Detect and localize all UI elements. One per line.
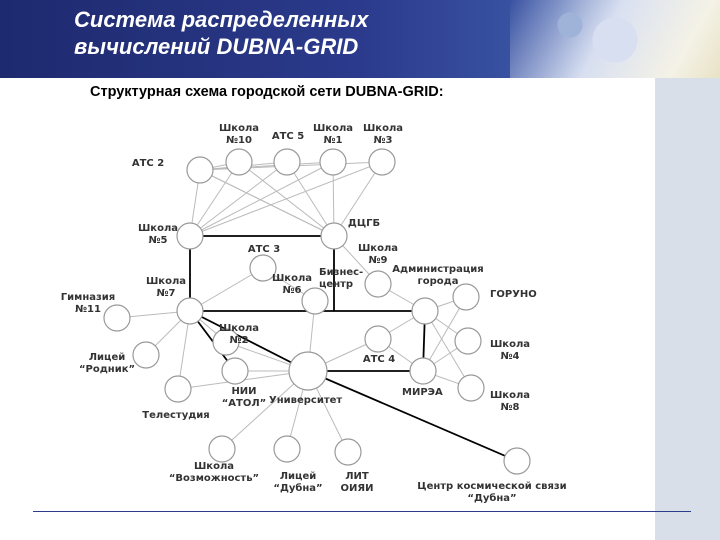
label-gymn-line-1: Гимназия: [61, 292, 115, 303]
label-school3-line-1: Школа: [363, 123, 403, 134]
label-school2-line-1: Школа: [219, 323, 259, 334]
label-admin-line-2: города: [418, 276, 459, 287]
backbone-link-school7-univ: [190, 311, 308, 371]
label-school3-line-2: №3: [374, 135, 393, 146]
node-ats4: [365, 326, 391, 352]
node-lyceum_dubna: [274, 436, 300, 462]
label-telestudio-line-1: Телестудия: [142, 410, 209, 421]
label-school8-line-1: Школа: [490, 390, 530, 401]
label-ats3-line-1: АТС 3: [248, 244, 280, 255]
node-school10: [226, 149, 252, 175]
label-school9-line-2: №9: [369, 255, 388, 266]
label-nii-line-2: “АТОЛ”: [222, 398, 267, 409]
label-school6-line-1: Школа: [272, 273, 312, 284]
node-space: [504, 448, 530, 474]
link-dcgb-ats2: [200, 170, 334, 236]
node-school1: [320, 149, 346, 175]
label-school10-line-1: Школа: [219, 123, 259, 134]
label-lyceum-line-2: “Родник”: [79, 364, 135, 375]
label-school1-line-1: Школа: [313, 123, 353, 134]
label-mirea-line-1: МИРЭА: [402, 387, 443, 398]
label-business-line-1: Бизнес-: [319, 267, 363, 278]
node-school5: [177, 223, 203, 249]
label-school7-line-2: №7: [157, 288, 176, 299]
label-ats4-line-1: АТС 4: [363, 354, 395, 365]
node-school8: [458, 375, 484, 401]
label-school7-line-1: Школа: [146, 276, 186, 287]
node-lyceum: [133, 342, 159, 368]
node-lit: [335, 439, 361, 465]
node-gymn: [104, 305, 130, 331]
label-school10-line-2: №10: [226, 135, 252, 146]
node-school6: [302, 288, 328, 314]
label-lyceum_dubna-line-2: “Дубна”: [273, 482, 322, 494]
node-school9: [365, 271, 391, 297]
node-dcgb: [321, 223, 347, 249]
node-telestudio: [165, 376, 191, 402]
node-goruno: [453, 284, 479, 310]
node-vozm: [209, 436, 235, 462]
label-ats5-line-1: АТС 5: [272, 131, 304, 142]
label-school1-line-2: №1: [324, 135, 343, 146]
label-school8-line-2: №8: [501, 402, 520, 413]
label-lit-line-2: ОИЯИ: [341, 483, 374, 494]
label-admin-line-1: Администрация: [392, 264, 483, 275]
label-dcgb-line-1: ДЦГБ: [348, 218, 380, 229]
label-school4-line-1: Школа: [490, 339, 530, 350]
label-school2-line-2: №2: [230, 335, 249, 346]
node-school3: [369, 149, 395, 175]
label-school5-line-2: №5: [149, 235, 168, 246]
node-admin: [412, 298, 438, 324]
label-lit-line-1: ЛИТ: [345, 471, 369, 482]
label-school5-line-1: Школа: [138, 223, 178, 234]
label-nii-line-1: НИИ: [231, 386, 256, 397]
node-nii: [222, 358, 248, 384]
label-vozm-line-1: Школа: [194, 461, 234, 472]
label-lyceum_dubna-line-1: Лицей: [280, 471, 317, 482]
node-mirea: [410, 358, 436, 384]
label-school4-line-2: №4: [501, 351, 520, 362]
bottom-rule: [33, 511, 691, 512]
label-business-line-2: центр: [319, 279, 353, 290]
label-goruno-line-1: ГОРУНО: [490, 289, 537, 300]
label-school6-line-2: №6: [283, 285, 302, 296]
label-vozm-line-2: “Возможность”: [169, 473, 259, 484]
node-ats2: [187, 157, 213, 183]
node-univ: [289, 352, 327, 390]
label-univ-line-1: Университет: [269, 395, 342, 406]
label-space-line-2: “Дубна”: [467, 492, 516, 504]
label-school9-line-1: Школа: [358, 243, 398, 254]
label-gymn-line-2: №11: [75, 304, 101, 315]
node-school4: [455, 328, 481, 354]
node-ats5: [274, 149, 300, 175]
label-space-line-1: Центр космической связи: [417, 481, 566, 492]
label-lyceum-line-1: Лицей: [89, 352, 126, 363]
node-school7: [177, 298, 203, 324]
label-ats2-line-1: АТС 2: [132, 158, 164, 169]
